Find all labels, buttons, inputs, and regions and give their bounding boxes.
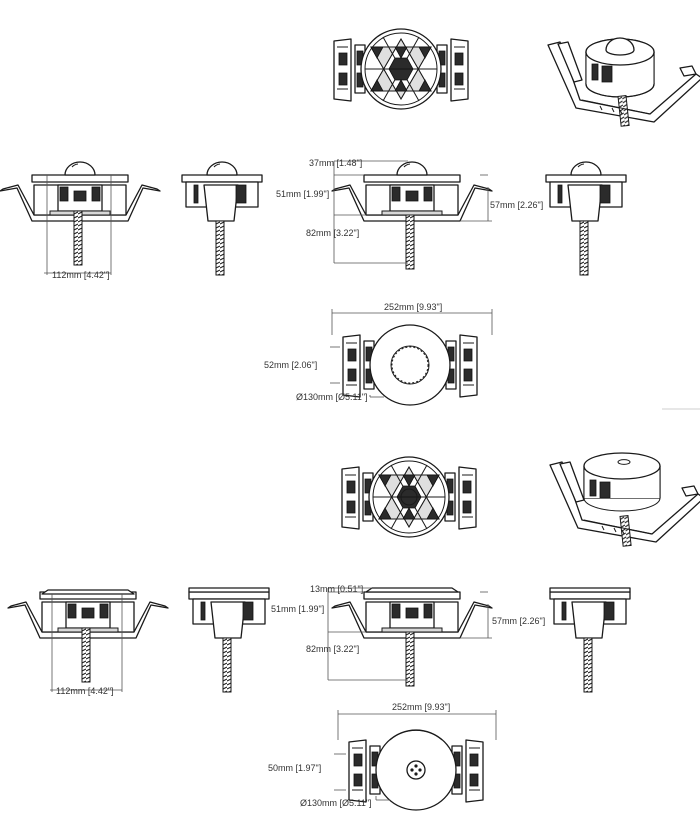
height-above-label: 13mm [0.51"] [310,584,363,594]
side-view-right [545,161,627,276]
sensor-with-lens-drawings: 112mm [4.42"] 37mm [1.48"] 51mm [1.99"] … [0,28,700,406]
isometric-view [549,452,700,547]
rear-view [341,456,477,538]
overall-width-label: 252mm [9.93"] [384,302,442,312]
side-view-left [0,161,161,275]
bracket-height-label: 57mm [2.26"] [492,616,545,626]
side-view-narrow [181,161,263,276]
side-view-dimensioned [331,160,493,270]
rear-view [333,28,469,110]
sensor-flat-drawings: 112mm [4.42"] 13mm [0.51"] 51mm [1.99"] … [7,452,700,811]
side-view-narrow [188,587,270,693]
side-view-dimensioned [327,587,493,687]
overall-width-label: 252mm [9.93"] [392,702,450,712]
body-height-label: 51mm [1.99"] [271,604,324,614]
cutout-width-label: 112mm [4.42"] [52,270,110,280]
diameter-label: Ø130mm [Ø5.11"] [300,798,372,808]
isometric-view [547,37,700,127]
side-view-right [549,587,631,693]
depth-label: 50mm [1.97"] [268,763,321,773]
bracket-height-label: 57mm [2.26"] [490,200,543,210]
diameter-label: Ø130mm [Ø5.11"] [296,392,368,402]
depth-label: 52mm [2.06"] [264,360,317,370]
stem-length-label: 82mm [3.22"] [306,644,359,654]
top-view [334,710,497,811]
body-height-label: 51mm [1.99"] [276,189,329,199]
cutout-width-label: 112mm [4.42"] [56,686,114,696]
top-view [330,309,493,406]
height-above-label: 37mm [1.48"] [309,158,362,168]
side-view-left [7,589,169,692]
stem-length-label: 82mm [3.22"] [306,228,359,238]
